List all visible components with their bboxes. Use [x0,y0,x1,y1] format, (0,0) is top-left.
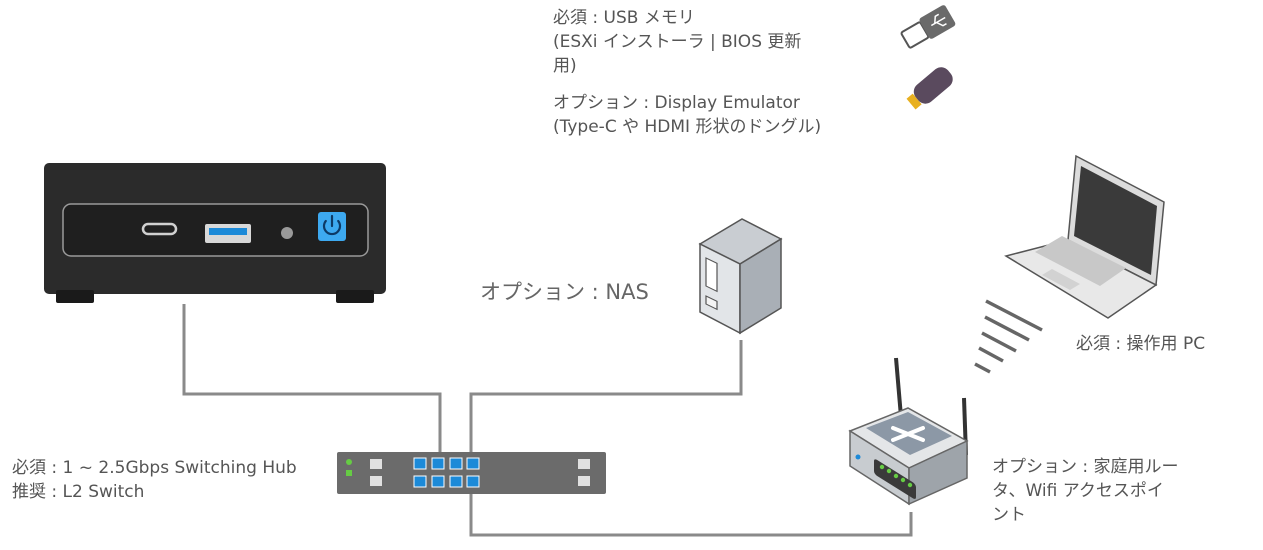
usb-memory-label: 必須 : USB メモリ (ESXi インストーラ | BIOS 更新 用) [553,8,802,76]
usb-stick-icon [906,67,953,110]
cable-nas-switch [469,340,743,452]
wifi-signal-icon [974,299,1043,374]
router-label: オプション : 家庭用ルー タ、Wifi アクセスポイ ント [992,457,1179,525]
mini-pc-icon [44,163,386,303]
nas-server-icon [698,218,783,335]
switching-hub-label: 必須 : 1 ~ 2.5Gbps Switching Hub 推奨 : L2 S… [12,458,297,502]
operator-pc-label: 必須 : 操作用 PC [1076,334,1206,354]
cables [182,304,913,537]
network-switch-icon [337,452,606,494]
cable-switch-router [469,494,913,537]
wifi-router-icon [848,357,969,506]
cable-minipc-switch [182,304,442,452]
usb-c-port [141,222,178,236]
usb-connector-icon [900,5,956,49]
nas-label: オプション : NAS [480,280,649,304]
power-icon [322,219,342,236]
display-emulator-label: オプション : Display Emulator (Type-C や HDMI … [553,93,822,137]
laptop-icon [1004,154,1165,319]
audio-jack [281,227,293,239]
